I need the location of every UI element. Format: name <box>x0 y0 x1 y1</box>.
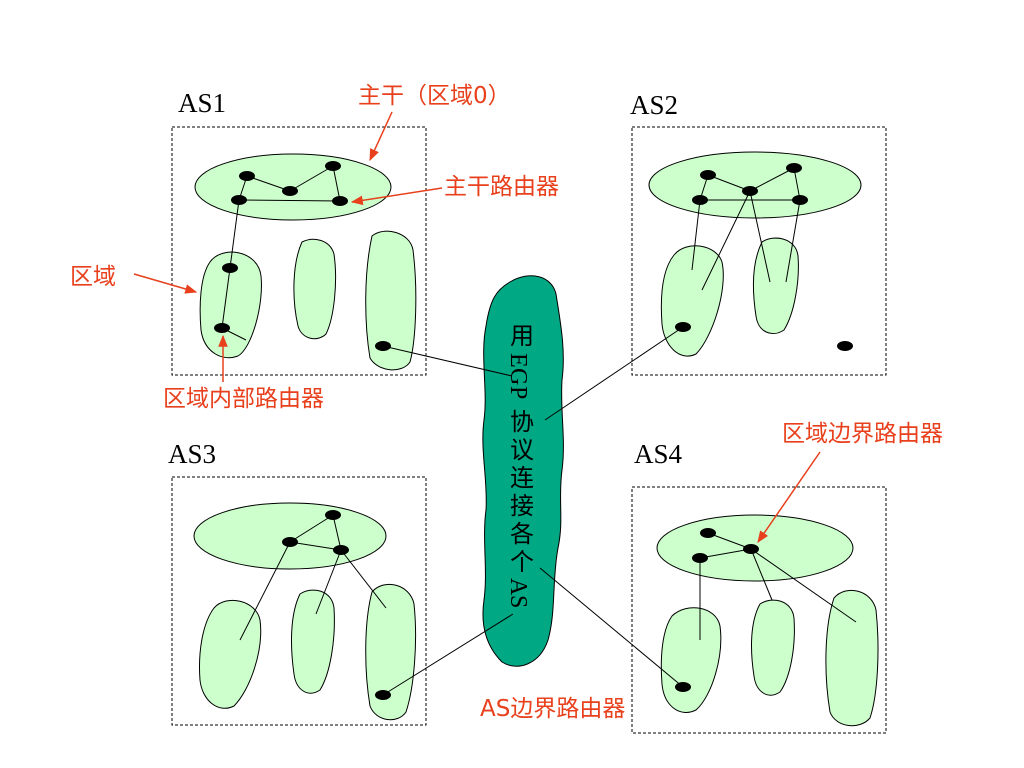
egp-label-char: 用 <box>510 322 534 350</box>
router-node <box>700 170 716 180</box>
egp-label-char: 协 <box>510 408 534 436</box>
as1-area-1 <box>199 251 262 359</box>
backbone-arrow <box>369 111 393 162</box>
as4-area-border-router <box>743 544 759 554</box>
router-node <box>231 195 247 205</box>
router-node <box>222 263 238 273</box>
router-node <box>792 195 808 205</box>
as1-label: AS1 <box>178 88 226 118</box>
egp-label-char: G <box>505 368 531 385</box>
as2-boundary <box>631 126 887 376</box>
egp-vertical-label: 用 E G P 协 议 连 接 各 个 A S <box>505 322 534 608</box>
router-node <box>282 537 298 547</box>
as1-group: AS1 <box>171 88 427 376</box>
router-node <box>325 510 341 520</box>
area-annotation: 区域 <box>70 264 116 290</box>
router-node <box>333 545 349 555</box>
egp-label-char: E <box>505 353 531 368</box>
as1-routers <box>214 161 391 351</box>
as4-area-1 <box>660 607 722 713</box>
egp-cloud <box>482 275 564 667</box>
backbone-router-annotation: 主干路由器 <box>444 174 559 200</box>
router-node <box>700 528 716 538</box>
area-border-router-annotation: 区域边界路由器 <box>782 421 943 447</box>
router-node <box>239 171 255 181</box>
as2-area-2 <box>753 237 799 334</box>
router-node <box>214 323 230 333</box>
egp-label-char: P <box>505 386 531 399</box>
as-border-router-annotation: AS边界路由器 <box>480 696 625 722</box>
router-node <box>692 553 708 563</box>
as1-boundary <box>171 126 427 376</box>
egp-label-char: 各 <box>510 520 534 548</box>
egp-label-char: 接 <box>510 492 534 520</box>
as3-routers <box>282 510 391 700</box>
as4-routers <box>675 528 759 692</box>
as1-area-3 <box>365 230 417 371</box>
internal-router-annotation: 区域内部路由器 <box>163 386 324 412</box>
as3-group: AS3 <box>168 439 427 726</box>
egp-label-char: S <box>505 595 531 608</box>
router-node <box>786 163 802 173</box>
router-node <box>692 195 708 205</box>
egp-label-char: 个 <box>510 548 534 576</box>
backbone-router-arrow <box>350 187 443 206</box>
as3-links <box>239 514 387 641</box>
egp-connections <box>382 326 684 696</box>
router-node <box>325 161 341 171</box>
as1-area-2 <box>293 238 337 340</box>
router-node <box>332 196 348 206</box>
as2-backbone-area <box>648 151 862 219</box>
egp-label-char: A <box>505 578 531 596</box>
as4-area-2 <box>751 599 795 696</box>
as3-backbone-area <box>193 502 387 570</box>
as4-boundary <box>631 486 887 734</box>
area-arrow <box>133 273 198 294</box>
annotations: 主干（区域0） 主干路由器 区域 区域内部路由器 区域边界路由器 AS边界路由器 <box>70 83 943 722</box>
egp-label-char: 连 <box>510 464 534 492</box>
as3-area-3 <box>365 583 417 721</box>
as2-label: AS2 <box>630 90 678 120</box>
router-node <box>742 186 758 196</box>
router-node <box>282 186 298 196</box>
as3-label: AS3 <box>168 439 216 469</box>
as2-group: AS2 <box>630 90 887 376</box>
as4-links <box>699 532 857 640</box>
as2-area-1 <box>660 245 724 357</box>
backbone-annotation: 主干（区域0） <box>358 83 511 109</box>
as4-label: AS4 <box>634 439 683 469</box>
as3-area-2 <box>291 589 335 694</box>
as4-group: AS4 <box>631 439 887 734</box>
as3-area-1 <box>199 599 262 709</box>
as4-area-3 <box>825 589 879 727</box>
egp-label-char: 议 <box>510 436 534 464</box>
router-node <box>837 341 853 351</box>
area-border-router-arrow <box>757 451 821 543</box>
as3-boundary <box>171 476 427 726</box>
